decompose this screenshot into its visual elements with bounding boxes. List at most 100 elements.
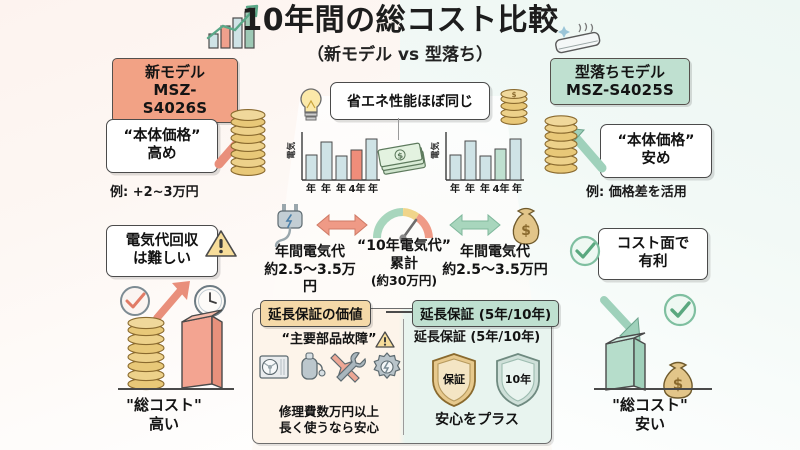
svg-text:年: 年 — [306, 182, 316, 195]
ground-line-left — [118, 388, 234, 390]
new-model-electricity-bars: 電気 年 年 年 4年 年 — [286, 128, 384, 196]
price-callout-label-right: “本体価格” — [617, 133, 695, 150]
warning-triangle-icon — [204, 228, 238, 260]
elec-right-line2: 約2.5〜3.5万円 — [442, 261, 548, 278]
center-connector-line — [398, 118, 400, 140]
gauge-meter-icon — [372, 200, 434, 244]
warranty-period-tab: 延長保証 (5年/10年) — [412, 300, 560, 327]
elec-right-line1: 年間電気代 — [460, 244, 530, 260]
svg-text:年: 年 — [336, 182, 346, 195]
price-callout-value: 高め — [147, 146, 177, 162]
svg-text:年: 年 — [465, 182, 475, 195]
new-model-example-text: 例: +2~3万円 — [110, 185, 199, 200]
old-model-example-text: 例: 価格差を活用 — [586, 185, 687, 200]
check-circle-icon — [568, 234, 602, 268]
total-cost-value-right: 安い — [634, 414, 665, 433]
warranty-right-subtitle: 延長保証 (5年/10年) — [413, 330, 541, 345]
energy-efficiency-text: 省エネ性能ほぼ同じ — [347, 94, 473, 110]
svg-text:$: $ — [673, 375, 683, 393]
tools-icon — [330, 350, 366, 383]
svg-text:$: $ — [512, 91, 517, 99]
total-cost-bar-right — [600, 332, 652, 392]
warranty-left-subtitle: “主要部品故障” — [281, 332, 377, 347]
cash-stack-icon: $ — [377, 140, 428, 180]
warning-triangle-icon — [374, 330, 396, 350]
old-model-price-callout: “本体価格” 安め — [600, 124, 712, 178]
warranty-left-footer-1: 修理費数万円以上 — [278, 404, 379, 419]
warranty-right-footer: 安心をプラス — [435, 412, 519, 428]
left-right-arrow-icon — [315, 212, 369, 238]
new-model-name: 新モデル — [144, 63, 205, 81]
new-model-badge: 新モデル MSZ-S4026S — [112, 58, 238, 123]
svg-text:年: 年 — [480, 182, 490, 195]
warranty-value-tab: 延長保証の価値 — [260, 300, 371, 327]
gauge-line3: (約30万円) — [370, 273, 438, 288]
growth-bar-chart-icon — [205, 4, 263, 52]
check-circle-icon — [118, 284, 152, 318]
warning-line-2: は難しい — [133, 251, 191, 267]
warning-line-1: 電気代回収 — [125, 233, 199, 250]
coin-stack-icon — [226, 108, 270, 180]
svg-text:年: 年 — [368, 182, 378, 195]
advantage-line-2: 有利 — [638, 254, 668, 270]
new-model-number: MSZ-S4026S — [142, 81, 208, 117]
shield-warranty-gold-icon: 保証 — [430, 352, 478, 408]
new-model-price-callout: “本体価格” 高め — [106, 119, 218, 173]
old-model-badge: 型落ちモデル MSZ-S4025S — [550, 58, 690, 105]
energy-efficiency-callout: 省エネ性能ほぼ同じ — [330, 82, 490, 120]
ground-line-right — [594, 388, 712, 390]
warranty-left-footer: 修理費数万円以上 長く使うなら安心 — [256, 404, 402, 435]
air-conditioner-icon — [548, 18, 608, 58]
right-electricity-cost-text: 年間電気代 約2.5〜3.5万円 — [440, 244, 550, 279]
gauge-line2: 累計 — [390, 255, 418, 272]
page-title-block: 10年間の総コスト比較 （新モデル vs 型落ち） — [0, 4, 800, 65]
compressor-icon — [296, 350, 326, 382]
ten-year-electricity-text: “10年電気代” 累計 (約30万円) — [345, 238, 463, 289]
svg-text:年: 年 — [321, 182, 331, 195]
center-coin-stack-icon: $ — [497, 88, 531, 128]
old-model-name: 型落ちモデル — [574, 63, 665, 81]
svg-text:$: $ — [521, 223, 531, 239]
old-model-number: MSZ-S4025S — [566, 81, 674, 99]
chart-y-label-left: 電気 — [286, 142, 297, 160]
total-cost-bar-left — [176, 308, 228, 392]
svg-text:4年: 4年 — [349, 182, 366, 195]
old-model-advantage-callout: コスト面で 有利 — [598, 228, 708, 280]
money-bag-icon: $ — [504, 204, 548, 246]
gauge-line1: “10年電気代” — [357, 238, 451, 254]
old-model-electricity-bars: 電気 年 年 年 4年 年 — [430, 128, 528, 196]
elec-left-line2: 約2.5〜3.5万円 — [264, 261, 356, 296]
light-bulb-icon — [296, 86, 326, 126]
cost-up-arrow-icon — [153, 278, 195, 322]
elec-left-line1: 年間電気代 — [275, 244, 345, 260]
page-subtitle: （新モデル vs 型落ち） — [306, 44, 494, 65]
svg-text:年: 年 — [450, 182, 460, 195]
total-cost-term-right: "総コスト" — [612, 396, 688, 414]
price-callout-label: “本体価格” — [123, 128, 201, 145]
warranty-left-footer-2: 長く使うなら安心 — [278, 419, 379, 435]
svg-text:$: $ — [397, 151, 404, 161]
page-title: 10年間の総コスト比較 — [241, 3, 559, 38]
total-cost-coin-stack-icon — [124, 316, 168, 392]
ac-outdoor-unit-icon — [258, 352, 290, 382]
shield-warranty-green-icon: 10年 — [494, 352, 542, 408]
clock-icon — [192, 283, 228, 319]
tab-connector-line — [386, 311, 412, 313]
chart-y-label-right: 電気 — [430, 142, 441, 160]
right-total-cost-label: "総コスト" 安い — [592, 396, 708, 434]
old-model-coin-stack-icon — [540, 114, 582, 176]
money-bag-icon: $ — [654, 358, 702, 400]
left-right-arrow-icon — [448, 212, 502, 238]
warranty-divider — [403, 319, 405, 435]
left-electricity-cost-text: 年間電気代 約2.5〜3.5万円 — [258, 244, 362, 297]
advantage-line-1: コスト面で — [616, 236, 690, 253]
check-circle-icon — [662, 292, 698, 328]
svg-text:年: 年 — [512, 182, 522, 195]
power-plug-icon — [272, 202, 310, 248]
svg-text:4年: 4年 — [493, 182, 510, 195]
total-cost-term-left: "総コスト" — [126, 396, 202, 414]
price-callout-value-right: 安め — [641, 151, 671, 167]
shield-gold-label: 保証 — [442, 372, 465, 386]
gear-bolt-icon — [372, 352, 402, 382]
